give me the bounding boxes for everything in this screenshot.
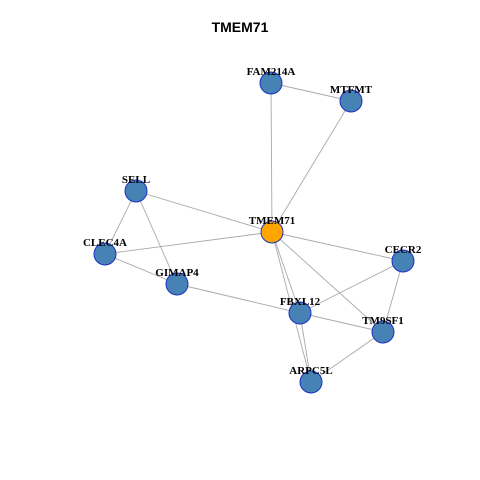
edge-fbxl12-arpc5l [299, 312, 312, 383]
labels-layer: TMEM71 FAM214A MTFMT SELL CLEC4A GIMAP4 CECR2F… [83, 66, 422, 377]
edge-clec4a-tmem71 [104, 231, 273, 255]
node-label-tm9sf1: TM9SF1 [362, 315, 404, 327]
edge-tm9sf1-arpc5l [310, 331, 384, 383]
edges-layer [104, 82, 404, 383]
edge-sell-gimap4 [135, 190, 178, 285]
node-mtfmt[interactable] [339, 89, 363, 113]
node-fbxl12[interactable] [288, 301, 312, 325]
edge-gimap4-fbxl12 [176, 283, 301, 314]
edge-cecr2-tm9sf1 [382, 260, 404, 333]
node-label-clec4a: CLEC4A [83, 237, 127, 249]
edge-tmem71-cecr2 [271, 231, 404, 262]
edge-clec4a-gimap4 [104, 253, 178, 285]
node-tmem71[interactable] [260, 220, 284, 244]
node-label-gimap4: GIMAP4 [155, 267, 199, 279]
edge-fam214a-mtfmt [270, 82, 352, 102]
node-label-cecr2: CECR2 [385, 244, 422, 256]
edge-sell-clec4a [104, 190, 137, 255]
edge-tmem71-tm9sf1 [271, 231, 384, 333]
node-arpc5l[interactable] [299, 370, 323, 394]
node-fam214a[interactable] [259, 71, 283, 95]
node-label-tmem71: TMEM71 [249, 215, 295, 227]
node-gimap4[interactable] [165, 272, 189, 296]
node-cecr2[interactable] [391, 249, 415, 273]
nodes-layer [93, 71, 415, 394]
node-label-fam214a: FAM214A [247, 66, 296, 78]
edge-sell-tmem71 [135, 190, 273, 233]
node-sell[interactable] [124, 179, 148, 203]
node-label-arpc5l: ARPC5L [289, 365, 332, 377]
node-tm9sf1[interactable] [371, 320, 395, 344]
edge-mtfmt-tmem71 [271, 100, 352, 233]
diagram-title: TMEM71 [211, 19, 269, 35]
node-label-fbxl12: FBXL12 [280, 296, 321, 308]
edge-tmem71-fbxl12 [271, 231, 301, 314]
node-label-mtfmt: MTFMT [330, 84, 373, 96]
node-clec4a[interactable] [93, 242, 117, 266]
edge-fam214a-tmem71 [270, 82, 273, 233]
edge-cecr2-fbxl12 [299, 260, 404, 314]
edge-fbxl12-tm9sf1 [299, 312, 384, 333]
node-label-sell: SELL [122, 174, 150, 186]
